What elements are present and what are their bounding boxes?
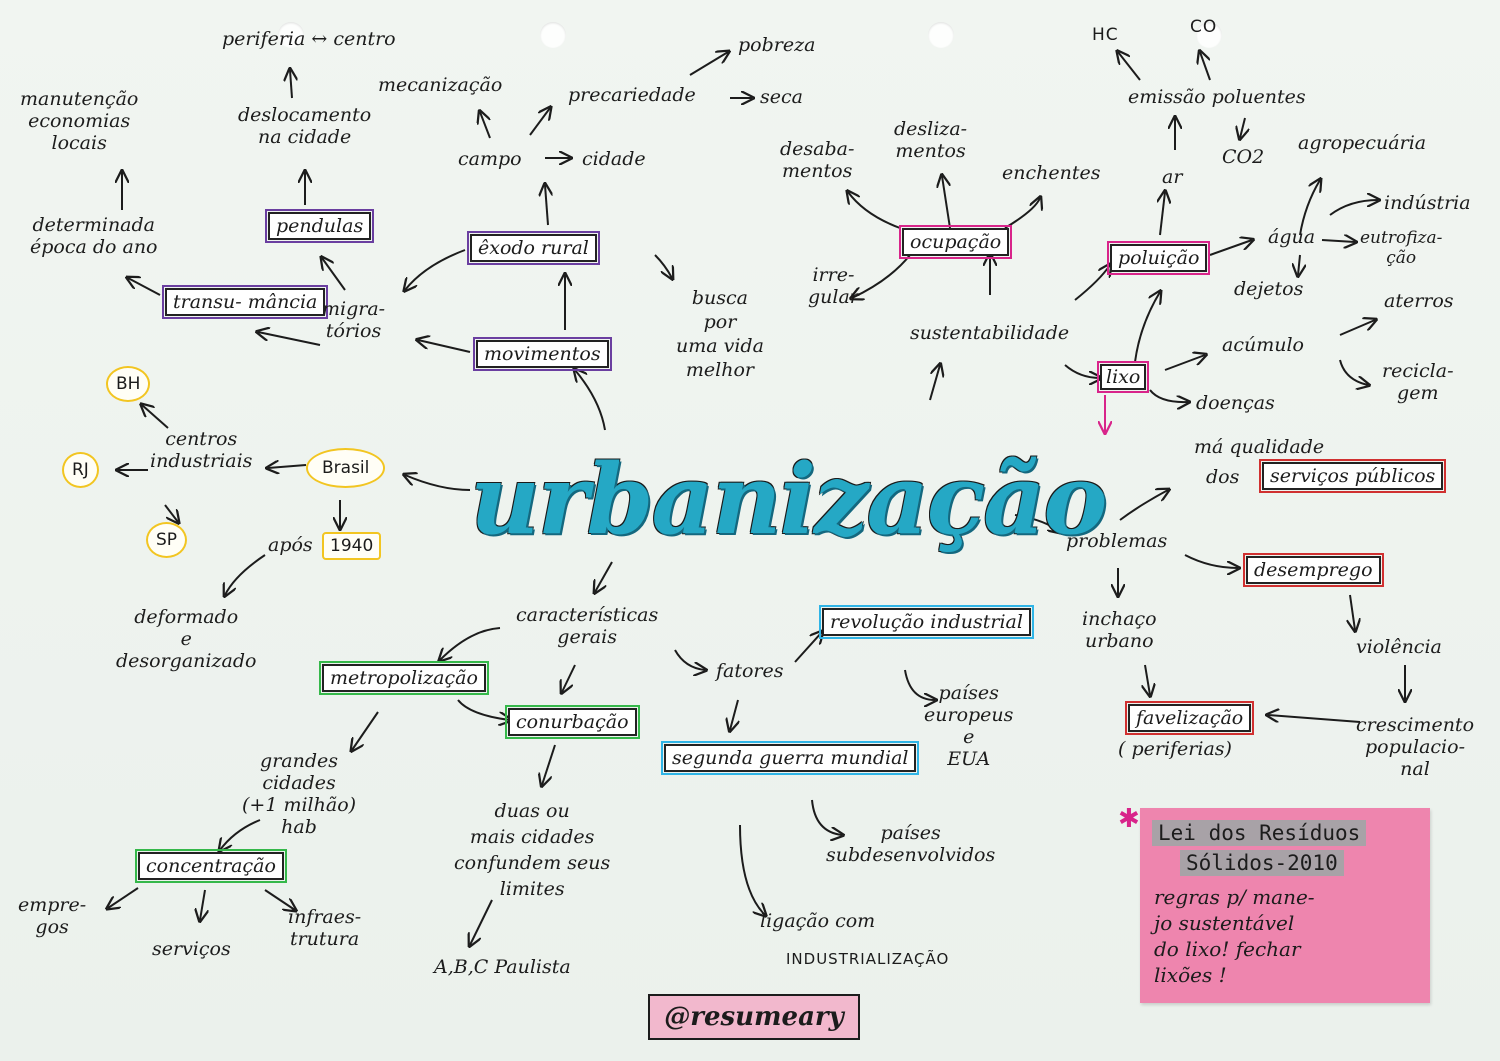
dejetos-label: dejetos: [1234, 278, 1304, 300]
dos-label: dos: [1206, 466, 1240, 488]
exodo-rural-box: êxodo rural: [467, 231, 600, 265]
note-title-line1: Lei dos Resíduos: [1152, 820, 1367, 846]
campo-label: campo: [458, 148, 522, 170]
deslizamentos-label: desliza- mentos: [894, 118, 968, 162]
agropecuaria-label: agropecuária: [1298, 132, 1427, 154]
deformado-desorganizado-label: deformado e desorganizado: [116, 606, 257, 672]
co2-label: CO2: [1222, 146, 1265, 168]
doencas-label: doenças: [1196, 392, 1275, 414]
migratorios-label: migra- tórios: [322, 298, 386, 342]
periferias-label: ( periferias): [1118, 738, 1232, 760]
problemas-label: problemas: [1066, 530, 1168, 552]
reciclagem-label: recicla- gem: [1382, 360, 1454, 404]
emissao-poluentes-label: emissão poluentes: [1128, 86, 1306, 108]
movimentos-box: movimentos: [473, 337, 612, 371]
rj-bubble: RJ: [62, 452, 99, 488]
violencia-label: violência: [1356, 636, 1442, 658]
asterisk-icon: ✱: [1118, 804, 1140, 834]
empregos-label: empre- gos: [18, 894, 87, 938]
duas-ou-mais-cidades-label: duas ou mais cidades confundem seus limi…: [454, 800, 611, 900]
seca-label: seca: [760, 86, 803, 108]
binder-hole: [928, 22, 954, 48]
busca-vida-melhor-label: busca por uma vida melhor: [676, 287, 764, 381]
sp-bubble: SP: [146, 522, 188, 558]
ligacao-com-label: ligação com: [760, 910, 876, 932]
aterros-label: aterros: [1384, 290, 1454, 312]
note-body: regras p/ mane- jo sustentável do lixo! …: [1154, 885, 1315, 987]
bh-bubble: BH: [106, 366, 151, 402]
industria-label: indústria: [1384, 192, 1471, 214]
mecanizacao-label: mecanização: [378, 74, 503, 96]
transumancia-box: transu- mância: [161, 285, 329, 319]
desemprego-box: desemprego: [1243, 553, 1384, 587]
determinada-epoca-label: determinada época do ano: [30, 214, 158, 258]
precariedade-label: precariedade: [568, 84, 696, 106]
pendulas-box: pendulas: [264, 209, 375, 243]
hc-label: HC: [1092, 25, 1119, 45]
servicos-label: serviços: [152, 938, 231, 960]
poluicao-box: poluição: [1106, 241, 1211, 275]
paises-subdesenvolvidos-label: países subdesenvolvidos: [826, 822, 996, 866]
periferia-centro-label: periferia ↔ centro: [222, 28, 396, 50]
cidade-label: cidade: [582, 148, 646, 170]
ma-qualidade-label: má qualidade: [1194, 436, 1325, 458]
binder-hole: [540, 22, 566, 48]
manutencao-economias-label: manutenção economias locais: [20, 88, 139, 154]
conurbacao-box: conurbação: [505, 705, 640, 739]
sticky-note: Lei dos Resíduos Sólidos-2010 regras p/ …: [1140, 808, 1430, 1003]
acumulo-label: acúmulo: [1222, 334, 1304, 356]
pobreza-label: pobreza: [738, 34, 816, 56]
industrializacao-label: INDUSTRIALIZAÇÃO: [786, 950, 950, 968]
infraestrutura-label: infraes- trutura: [288, 906, 362, 950]
metropolizacao-box: metropolização: [319, 661, 489, 695]
binder-hole: [278, 22, 304, 48]
co-label: CO: [1190, 17, 1218, 37]
agua-label: água: [1268, 226, 1316, 248]
year-1940-tag: 1940: [322, 532, 382, 560]
servicos-publicos-box: serviços públicos: [1258, 459, 1447, 493]
concentracao-box: concentração: [135, 849, 287, 883]
abc-paulista-label: A,B,C Paulista: [434, 956, 571, 978]
crescimento-populacional-label: crescimento populacio- nal: [1356, 714, 1475, 780]
grandes-cidades-label: grandes cidades (+1 milhão) hab: [242, 750, 357, 838]
deslocamento-label: deslocamento na cidade: [238, 104, 372, 148]
paises-europeus-label: países europeus e EUA: [924, 682, 1014, 770]
revolucao-industrial-box: revolução industrial: [819, 605, 1034, 639]
segunda-guerra-box: segunda guerra mundial: [660, 741, 920, 775]
brasil-bubble: Brasil: [306, 448, 386, 488]
favelizacao-box: favelização: [1124, 701, 1255, 735]
note-title-line2: Sólidos-2010: [1180, 850, 1344, 876]
lixo-box: lixo: [1096, 361, 1150, 393]
fatores-label: fatores: [716, 660, 784, 682]
apos-label: após: [268, 534, 313, 556]
enchentes-label: enchentes: [1002, 162, 1101, 184]
caracteristicas-gerais-label: características gerais: [516, 604, 659, 648]
ocupacao-box: ocupação: [898, 225, 1013, 259]
irregular-label: irre- gular: [808, 264, 859, 308]
centros-industriais-label: centros industriais: [150, 428, 253, 472]
eutrofizacao-label: eutrofiza- ção: [1360, 228, 1443, 268]
watermark-tag: @resumeary: [648, 994, 860, 1040]
desabamentos-label: desaba- mentos: [780, 138, 855, 182]
main-title: urbanização: [470, 443, 1107, 556]
sustentabilidade-label: sustentabilidade: [910, 322, 1070, 344]
ar-label: ar: [1162, 166, 1183, 188]
binder-hole: [1196, 22, 1222, 48]
inchaco-urbano-label: inchaço urbano: [1082, 608, 1157, 652]
